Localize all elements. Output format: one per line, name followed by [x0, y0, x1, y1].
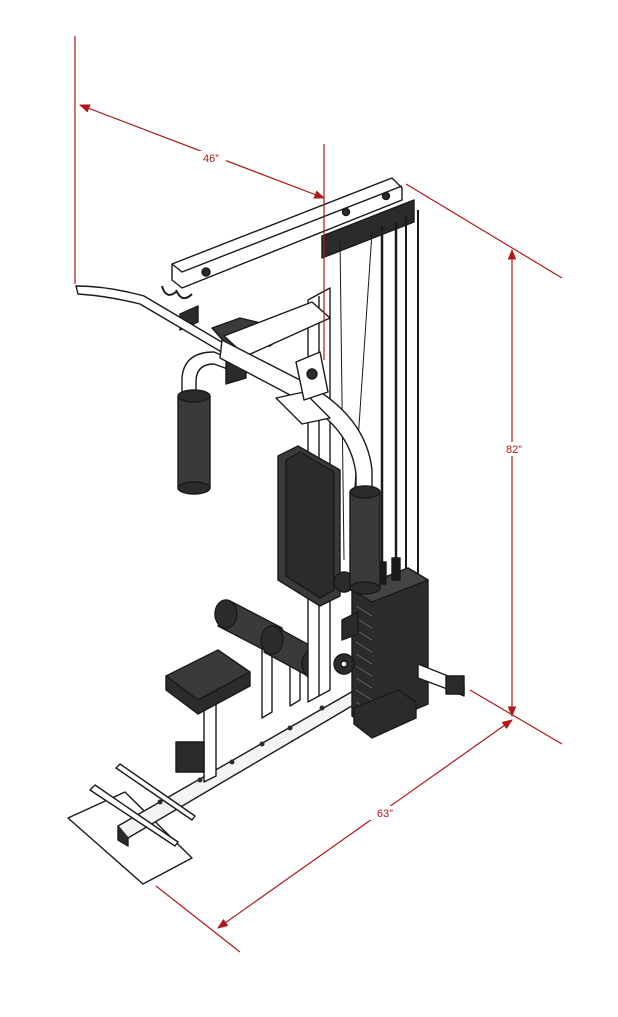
press-handle-right — [349, 485, 381, 595]
height-extension-bottom — [469, 689, 563, 745]
top-pulley-housing — [321, 199, 415, 259]
press-handle-left — [177, 389, 211, 495]
foot-bar-2 — [115, 763, 196, 821]
seat-post — [203, 699, 217, 783]
seat-adjust-bracket — [175, 741, 205, 773]
hook-right — [175, 289, 193, 300]
base-rail — [117, 689, 363, 839]
length-extension-left — [155, 885, 241, 953]
arm-bracket — [275, 391, 331, 425]
foot-bar-1 — [89, 784, 179, 847]
length-label: 63” — [377, 808, 393, 820]
length-dimension-line — [217, 719, 513, 929]
top-beam — [171, 177, 403, 289]
gym-machine — [67, 177, 465, 885]
width-label: 46” — [203, 153, 219, 165]
height-label: 82” — [506, 444, 522, 456]
hook-left — [161, 285, 177, 296]
height-extension-top — [405, 183, 563, 279]
dimension-lines — [74, 36, 563, 953]
